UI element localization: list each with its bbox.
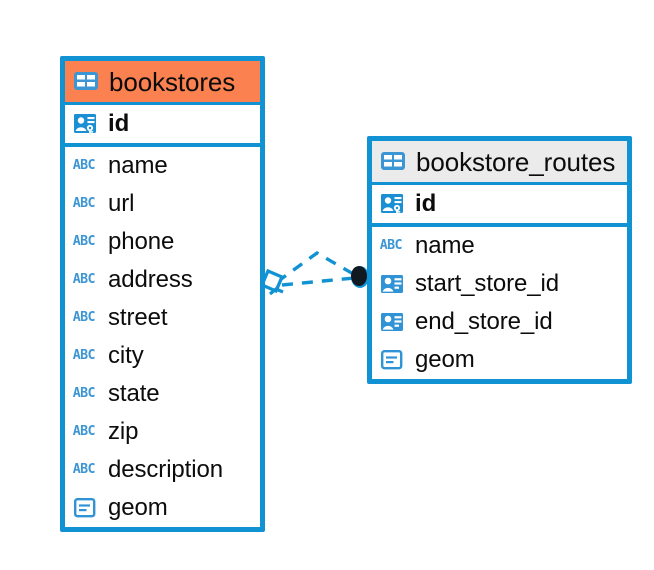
field-row-start-store-id[interactable]: start_store_id bbox=[372, 265, 627, 303]
field-row-zip[interactable]: ABC zip bbox=[65, 413, 260, 451]
field-label-id: id bbox=[415, 190, 437, 217]
foreign-key-icon bbox=[380, 310, 406, 334]
entity-title-bookstore-routes: bookstore_routes bbox=[416, 146, 616, 177]
text-type-icon: ABC bbox=[72, 196, 96, 211]
text-type-icon: ABC bbox=[72, 310, 96, 325]
text-type-icon: ABC bbox=[72, 234, 96, 249]
field-list-bookstores: ABC name ABC url ABC phone ABC address A… bbox=[65, 147, 260, 527]
field-row-geom[interactable]: geom bbox=[372, 341, 627, 379]
field-label-geom: geom bbox=[108, 494, 168, 521]
field-row-id[interactable]: id bbox=[65, 105, 260, 143]
text-type-icon: ABC bbox=[72, 348, 96, 363]
field-list-bookstore-routes: ABC name start_store_id bbox=[372, 227, 627, 379]
field-label-state: state bbox=[108, 380, 160, 407]
field-label-description: description bbox=[108, 456, 223, 483]
text-type-icon: ABC bbox=[379, 238, 403, 253]
field-label-geom: geom bbox=[415, 346, 475, 373]
field-row-street[interactable]: ABC street bbox=[65, 299, 260, 337]
field-label-phone: phone bbox=[108, 228, 175, 255]
field-label-start-store-id: start_store_id bbox=[415, 270, 560, 297]
relationship-line-arc bbox=[276, 250, 356, 284]
field-row-state[interactable]: ABC state bbox=[65, 375, 260, 413]
text-type-icon: ABC bbox=[72, 386, 96, 401]
field-row-city[interactable]: ABC city bbox=[65, 337, 260, 375]
table-icon bbox=[73, 70, 99, 94]
field-label-end-store-id: end_store_id bbox=[415, 308, 553, 335]
field-row-geom[interactable]: geom bbox=[65, 489, 260, 527]
table-icon bbox=[380, 150, 406, 174]
text-type-icon: ABC bbox=[72, 462, 96, 477]
primary-key-icon bbox=[380, 192, 406, 216]
field-row-name[interactable]: ABC name bbox=[65, 147, 260, 185]
field-row-address[interactable]: ABC address bbox=[65, 261, 260, 299]
primary-key-icon bbox=[73, 112, 99, 136]
entity-header-bookstore-routes[interactable]: bookstore_routes bbox=[372, 141, 627, 185]
entity-table-bookstore-routes[interactable]: bookstore_routes bbox=[367, 136, 632, 384]
field-label-street: street bbox=[108, 304, 168, 331]
field-row-end-store-id[interactable]: end_store_id bbox=[372, 303, 627, 341]
entity-header-bookstores[interactable]: bookstores bbox=[65, 61, 260, 105]
field-row-id[interactable]: id bbox=[372, 185, 627, 223]
field-row-url[interactable]: ABC url bbox=[65, 185, 260, 223]
primary-key-section-bookstore-routes: id bbox=[372, 185, 627, 227]
field-label-zip: zip bbox=[108, 418, 139, 445]
entity-title-bookstores: bookstores bbox=[109, 66, 236, 97]
field-row-phone[interactable]: ABC phone bbox=[65, 223, 260, 261]
field-label-name: name bbox=[415, 232, 475, 259]
field-label-url: url bbox=[108, 190, 135, 217]
diamond-crowsfoot-marker bbox=[259, 268, 285, 296]
text-type-icon: ABC bbox=[72, 424, 96, 439]
field-label-id: id bbox=[108, 110, 130, 137]
field-row-description[interactable]: ABC description bbox=[65, 451, 260, 489]
entity-table-bookstores[interactable]: bookstores bbox=[60, 56, 265, 532]
field-label-address: address bbox=[108, 266, 193, 293]
geometry-type-icon bbox=[73, 496, 99, 520]
relationship-line-straight bbox=[281, 276, 355, 287]
field-row-name[interactable]: ABC name bbox=[372, 227, 627, 265]
primary-key-section-bookstores: id bbox=[65, 105, 260, 147]
geometry-type-icon bbox=[380, 348, 406, 372]
text-type-icon: ABC bbox=[72, 158, 96, 173]
field-label-city: city bbox=[108, 342, 144, 369]
field-label-name: name bbox=[108, 152, 168, 179]
foreign-key-icon bbox=[380, 272, 406, 296]
text-type-icon: ABC bbox=[72, 272, 96, 287]
